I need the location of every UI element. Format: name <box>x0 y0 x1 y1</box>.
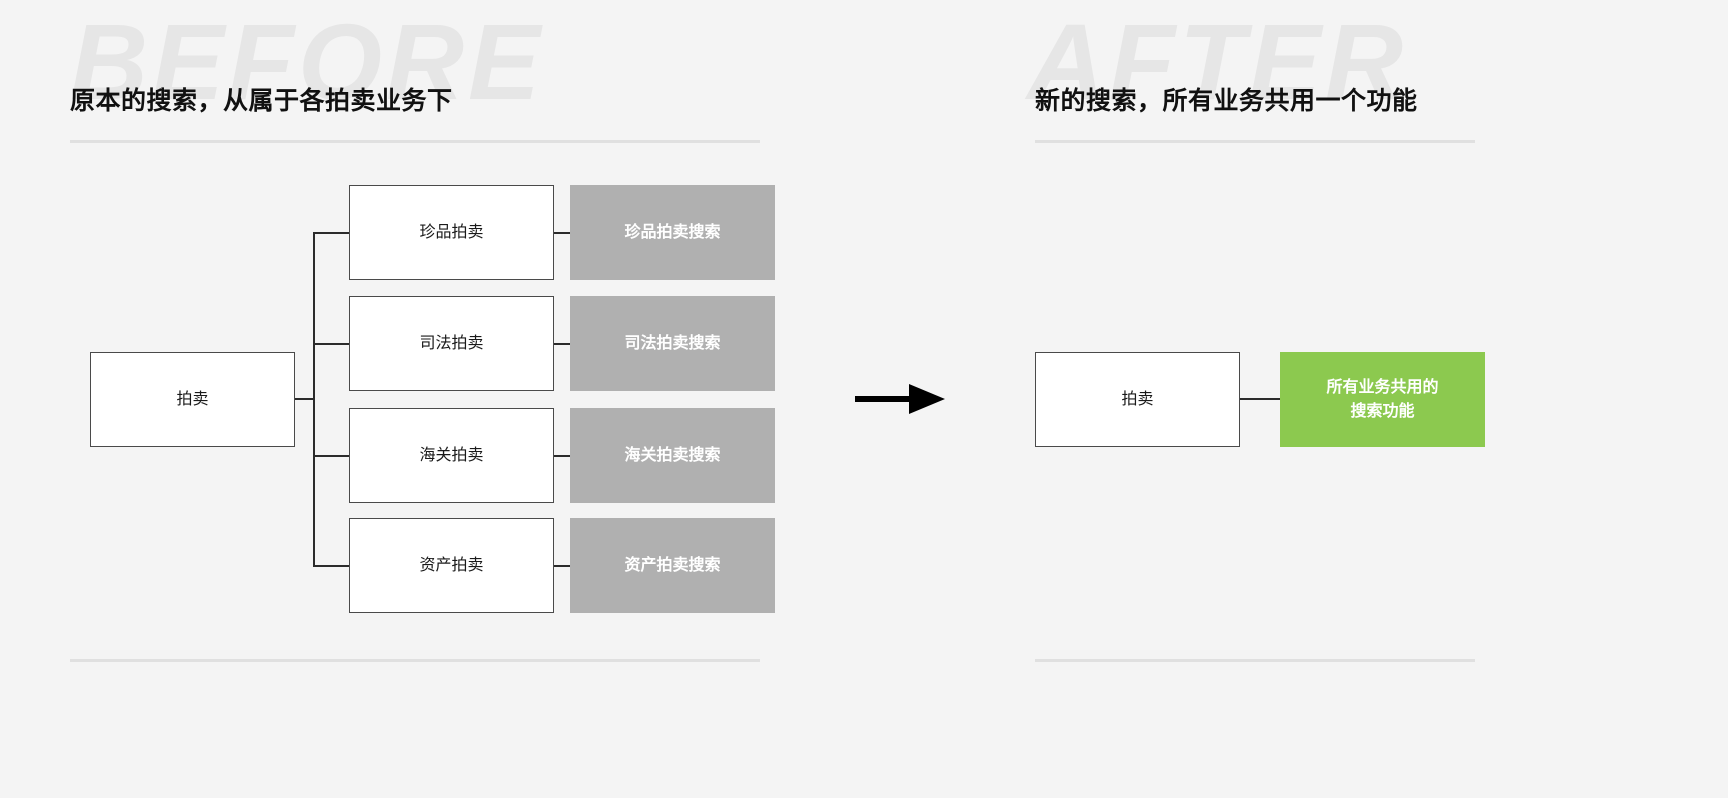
after-title: 新的搜索，所有业务共用一个功能 <box>1035 86 1418 115</box>
before-business-label-2: 司法拍卖 <box>419 334 484 352</box>
before-top-divider <box>70 140 760 143</box>
before-business-label-3: 海关拍卖 <box>419 446 484 464</box>
connector-branch-3 <box>313 455 349 457</box>
before-panel: BEFORE 原本的搜索，从属于各拍卖业务下 拍卖 珍品拍卖 珍品拍卖搜索 <box>70 0 835 798</box>
arrow-right-icon <box>855 384 945 414</box>
arrow-head <box>909 384 945 414</box>
connector-root-stub <box>295 398 315 400</box>
connector-branch-1 <box>313 232 349 234</box>
connector-branch-2 <box>313 343 349 345</box>
after-shared-search-label-line2: 搜索功能 <box>1350 402 1415 420</box>
before-search-node-2[interactable]: 司法拍卖搜索 <box>570 296 775 391</box>
before-diagram: 拍卖 珍品拍卖 珍品拍卖搜索 司法拍卖 司法拍卖搜索 <box>70 0 835 798</box>
connector-root-shared <box>1240 398 1280 400</box>
after-panel: AFTER 新的搜索，所有业务共用一个功能 拍卖 所有业务共用的 搜索功能 <box>1027 0 1625 798</box>
after-watermark: AFTER <box>1027 1 1407 122</box>
before-search-label-2: 司法拍卖搜索 <box>624 334 721 352</box>
after-shared-search-label-line1: 所有业务共用的 <box>1326 379 1439 397</box>
before-search-label-3: 海关拍卖搜索 <box>624 446 721 464</box>
before-search-node-4[interactable]: 资产拍卖搜索 <box>570 518 775 613</box>
connector-trunk <box>313 232 315 566</box>
connector-branch-4 <box>313 565 349 567</box>
before-business-node-1[interactable]: 珍品拍卖 <box>349 185 554 280</box>
before-root-label: 拍卖 <box>176 390 209 408</box>
before-title: 原本的搜索，从属于各拍卖业务下 <box>70 86 453 115</box>
after-shared-search-node[interactable]: 所有业务共用的 搜索功能 <box>1280 352 1485 447</box>
before-watermark: BEFORE <box>70 1 545 122</box>
before-search-node-3[interactable]: 海关拍卖搜索 <box>570 408 775 503</box>
after-root-node[interactable]: 拍卖 <box>1035 352 1240 447</box>
after-diagram: 拍卖 所有业务共用的 搜索功能 <box>1035 0 1625 798</box>
before-business-label-4: 资产拍卖 <box>419 556 484 574</box>
before-business-node-2[interactable]: 司法拍卖 <box>349 296 554 391</box>
before-search-node-1[interactable]: 珍品拍卖搜索 <box>570 185 775 280</box>
after-root-label: 拍卖 <box>1121 390 1154 408</box>
before-business-node-3[interactable]: 海关拍卖 <box>349 408 554 503</box>
after-bottom-divider <box>1035 659 1475 662</box>
after-top-divider <box>1035 140 1475 143</box>
before-bottom-divider <box>70 659 760 662</box>
arrow-shaft <box>855 396 913 402</box>
before-root-node[interactable]: 拍卖 <box>90 352 295 447</box>
before-search-label-1: 珍品拍卖搜索 <box>624 223 721 241</box>
before-search-label-4: 资产拍卖搜索 <box>624 556 721 574</box>
before-business-node-4[interactable]: 资产拍卖 <box>349 518 554 613</box>
before-business-label-1: 珍品拍卖 <box>419 223 484 241</box>
